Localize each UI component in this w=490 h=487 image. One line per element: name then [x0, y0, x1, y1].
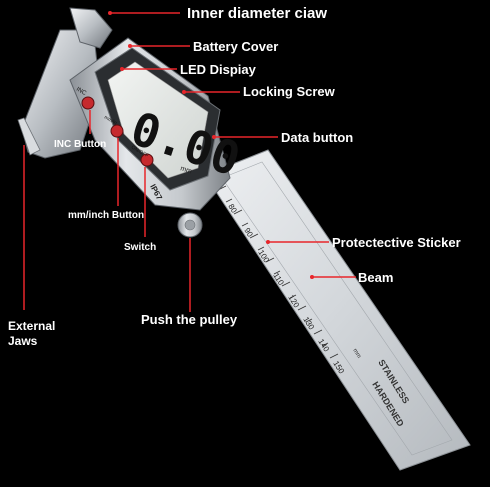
label-beam: Beam: [358, 270, 394, 285]
label-switch: Switch: [124, 242, 157, 253]
scale-ticks: [217, 185, 339, 359]
label-protective-sticker: Protectective Sticker: [332, 235, 461, 250]
callout-lines: [23, 12, 356, 312]
label-battery-cover: Battery Cover: [193, 39, 279, 54]
callout-dots: [108, 11, 314, 279]
label-external-jaws-line1: External: [8, 319, 56, 333]
label-inner-diameter-claw: Inner diameter ciaw: [187, 5, 328, 22]
beam: 80 90 100 110 120 130 140 150 mm STAINLE…: [204, 149, 471, 471]
label-push-pulley: Push the pulley: [141, 312, 238, 327]
inc-button[interactable]: [81, 96, 95, 110]
display-unit: mm: [179, 165, 192, 175]
beam-unit-mark: mm: [351, 348, 361, 360]
label-inc-button: INC Button: [54, 139, 107, 150]
label-data-button: Data button: [281, 130, 354, 145]
inc-key-label: INC: [75, 87, 88, 98]
label-mm-inch-button: mm/inch Button: [68, 210, 145, 221]
label-locking-screw: Locking Screw: [243, 84, 335, 99]
label-led-display: LED Dispiay: [180, 62, 256, 77]
label-external-jaws-line2: Jaws: [8, 334, 38, 348]
switch-button[interactable]: [140, 153, 154, 167]
mm-inch-button[interactable]: [110, 124, 124, 138]
external-jaws: [17, 7, 113, 159]
